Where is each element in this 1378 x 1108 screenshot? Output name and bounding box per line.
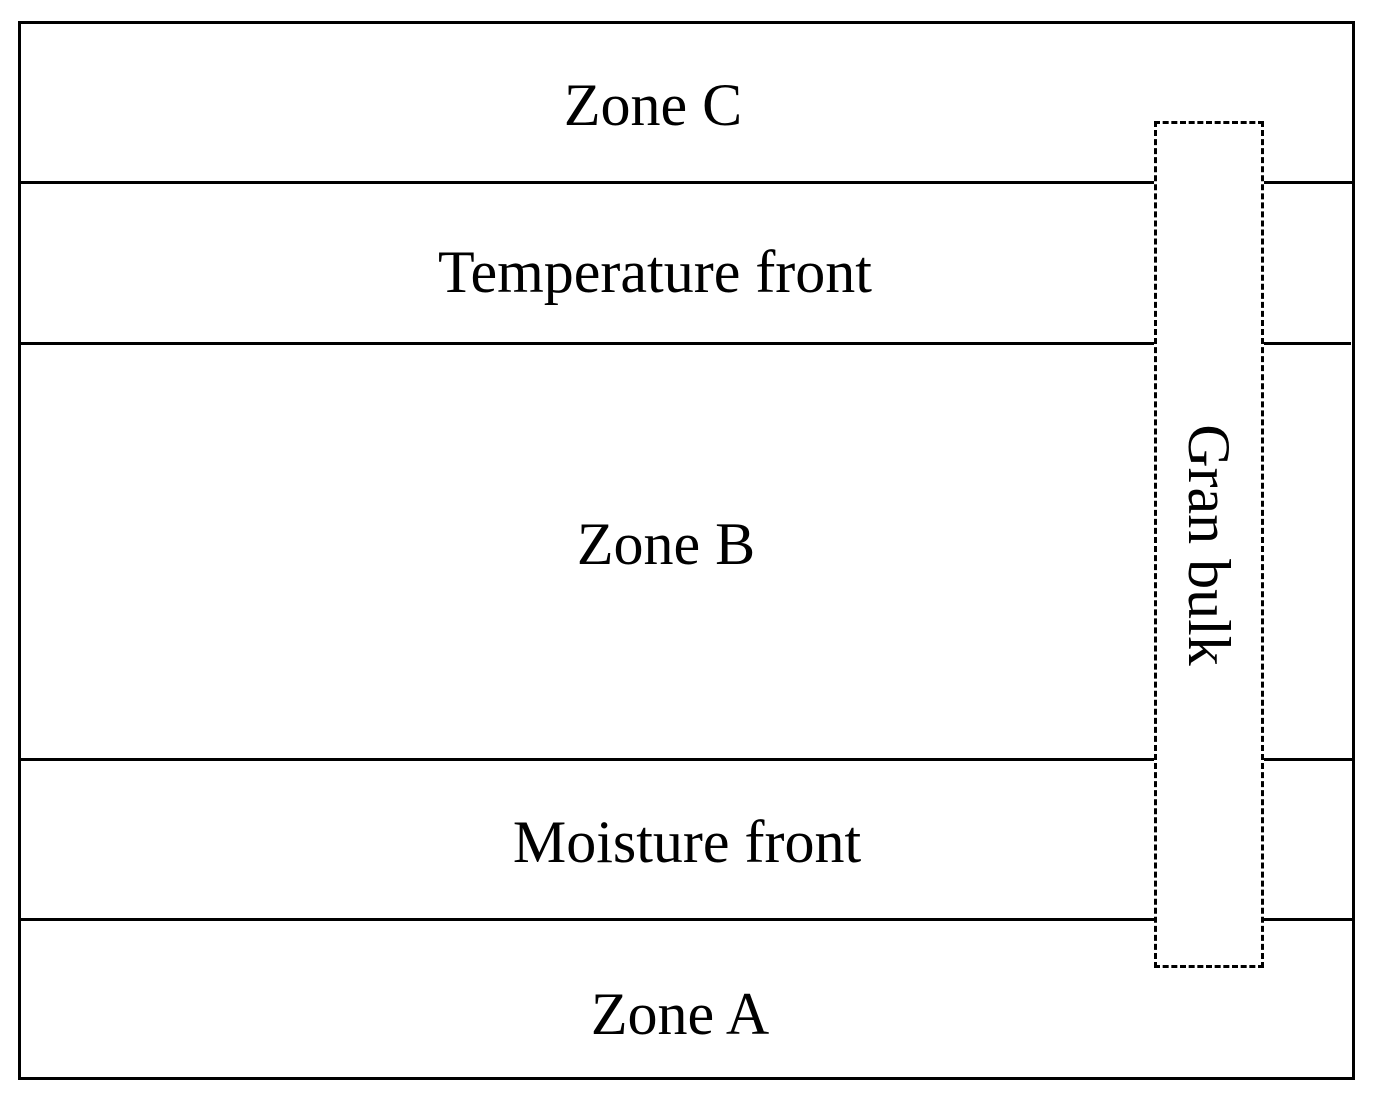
diagram-frame — [18, 21, 1355, 1080]
zone-b-label: Zone B — [576, 511, 756, 577]
temperature-front-label: Temperature front — [438, 239, 872, 305]
boundary-moisture-zonea-right — [1264, 918, 1355, 921]
gran-bulk-box — [1154, 121, 1264, 968]
gran-bulk-label: Gran bulk — [1176, 424, 1242, 666]
zone-c-label: Zone C — [563, 72, 743, 138]
zone-a-label: Zone A — [590, 981, 770, 1047]
boundary-zonec-temperature-left — [18, 181, 1154, 184]
boundary-temperature-zoneb-left — [18, 342, 1154, 345]
boundary-zoneb-moisture-left — [18, 758, 1154, 761]
moisture-front-label: Moisture front — [512, 809, 862, 875]
boundary-temperature-zoneb-right — [1264, 342, 1351, 345]
boundary-zonec-temperature-right — [1264, 181, 1355, 184]
boundary-zoneb-moisture-right — [1264, 758, 1355, 761]
boundary-moisture-zonea-left — [18, 918, 1154, 921]
